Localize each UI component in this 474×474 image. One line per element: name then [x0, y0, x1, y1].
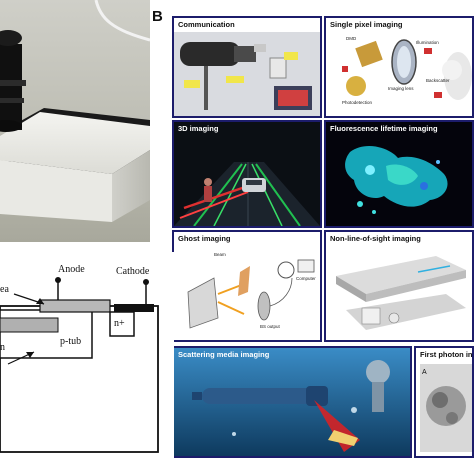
- tile-title: Non-line-of-sight imaging: [330, 234, 421, 243]
- device-photo: [0, 0, 150, 242]
- tile-first-photon-imaging: A First photon in: [414, 346, 474, 458]
- p-tub-label: p-tub: [60, 336, 82, 347]
- tile-title: Communication: [178, 20, 235, 29]
- tile-communication: Communication: [172, 16, 322, 118]
- anode-label: Anode: [58, 264, 85, 275]
- label-dmd: DMD: [346, 36, 357, 41]
- device-cross-section: Anode Cathode ea p-tub n+ n: [0, 252, 174, 474]
- cross-section-drawing: [0, 277, 159, 453]
- device-photo-illustration: [0, 0, 150, 222]
- label-backscatter: Backscatter: [426, 78, 450, 83]
- label-beam: Beam: [214, 252, 226, 257]
- ghost-imaging-illustration: [174, 232, 320, 340]
- 3d-imaging-illustration: [174, 122, 320, 226]
- tile-scattering-media-imaging: Scattering media imaging: [172, 346, 412, 458]
- tile-fluorescence-lifetime-imaging: Fluorescence lifetime imaging: [324, 120, 474, 228]
- tile-3d-imaging: 3D imaging: [172, 120, 322, 228]
- tile-title: 3D imaging: [178, 124, 219, 133]
- label-computer: Computer: [296, 276, 316, 281]
- tile-ghost-imaging: Ghost imaging Beam Computer BS output: [172, 230, 322, 342]
- panel-label-b: B: [152, 8, 163, 25]
- communication-illustration: [174, 32, 320, 116]
- tile-title: Fluorescence lifetime imaging: [330, 124, 438, 133]
- label-photodetection: Photodetection: [342, 100, 373, 105]
- svg-text:A: A: [422, 369, 427, 376]
- tile-title: Single pixel imaging: [330, 20, 403, 29]
- cathode-label: Cathode: [116, 266, 150, 277]
- tile-single-pixel-imaging: Single pixel imaging DMD Illumination Im…: [324, 16, 474, 118]
- label-illumination: Illumination: [416, 40, 439, 45]
- scattering-media-illustration: [174, 348, 410, 456]
- n-label: n: [0, 342, 5, 353]
- single-pixel-illustration: [342, 39, 472, 100]
- tile-title: Ghost imaging: [178, 234, 231, 243]
- fluorescence-illustration: [326, 122, 472, 226]
- tile-non-line-of-sight-imaging: Non-line-of-sight imaging: [324, 230, 474, 342]
- tile-title: First photon in: [420, 350, 473, 359]
- tile-title: Scattering media imaging: [178, 350, 270, 359]
- area-label: ea: [0, 284, 9, 295]
- label-bs-output: BS output: [260, 324, 280, 329]
- nlos-illustration: [326, 232, 472, 340]
- panel-b: B Communication: [150, 0, 474, 474]
- label-imaging-lens: Imaging lens: [388, 86, 414, 91]
- first-photon-illustration: A: [416, 348, 472, 456]
- n-plus-label: n+: [114, 318, 125, 329]
